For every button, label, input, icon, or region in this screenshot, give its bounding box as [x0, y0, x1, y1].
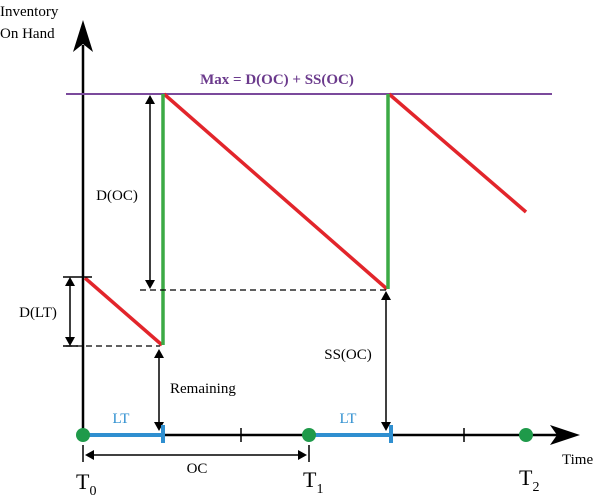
depletion-segment-3 — [387, 92, 528, 214]
remaining-dimension — [154, 349, 164, 431]
d-lt-dimension — [63, 276, 92, 347]
time-point-t1 — [302, 428, 316, 442]
t2-label: T2 — [519, 465, 539, 495]
time-point-t0 — [76, 428, 90, 442]
oc-label: OC — [187, 461, 208, 477]
x-axis-label: Time — [562, 452, 593, 468]
time-point-t2 — [519, 428, 533, 442]
x-axis-arrowhead — [550, 425, 580, 445]
lt-label-2: LT — [340, 411, 357, 427]
t0-label: T0 — [76, 469, 96, 499]
y-axis — [73, 20, 93, 435]
d-lt-label: D(LT) — [19, 305, 57, 321]
ss-oc-dimension — [381, 291, 391, 431]
d-oc-dimension — [145, 95, 155, 289]
y-axis-arrowhead — [73, 20, 93, 52]
d-oc-label: D(OC) — [96, 188, 138, 204]
depletion-segment-2 — [162, 92, 389, 291]
remaining-label: Remaining — [170, 381, 236, 397]
t1-label: T1 — [303, 467, 323, 497]
oc-dimension — [82, 445, 310, 462]
max-line-label: Max = D(OC) + SS(OC) — [200, 72, 354, 88]
depletion-segment-1 — [83, 276, 164, 347]
lt-label-1: LT — [113, 411, 130, 427]
ss-oc-label: SS(OC) — [324, 347, 372, 363]
y-axis-label-line1: Inventory — [0, 4, 59, 20]
y-axis-label-line2: On Hand — [0, 26, 55, 42]
